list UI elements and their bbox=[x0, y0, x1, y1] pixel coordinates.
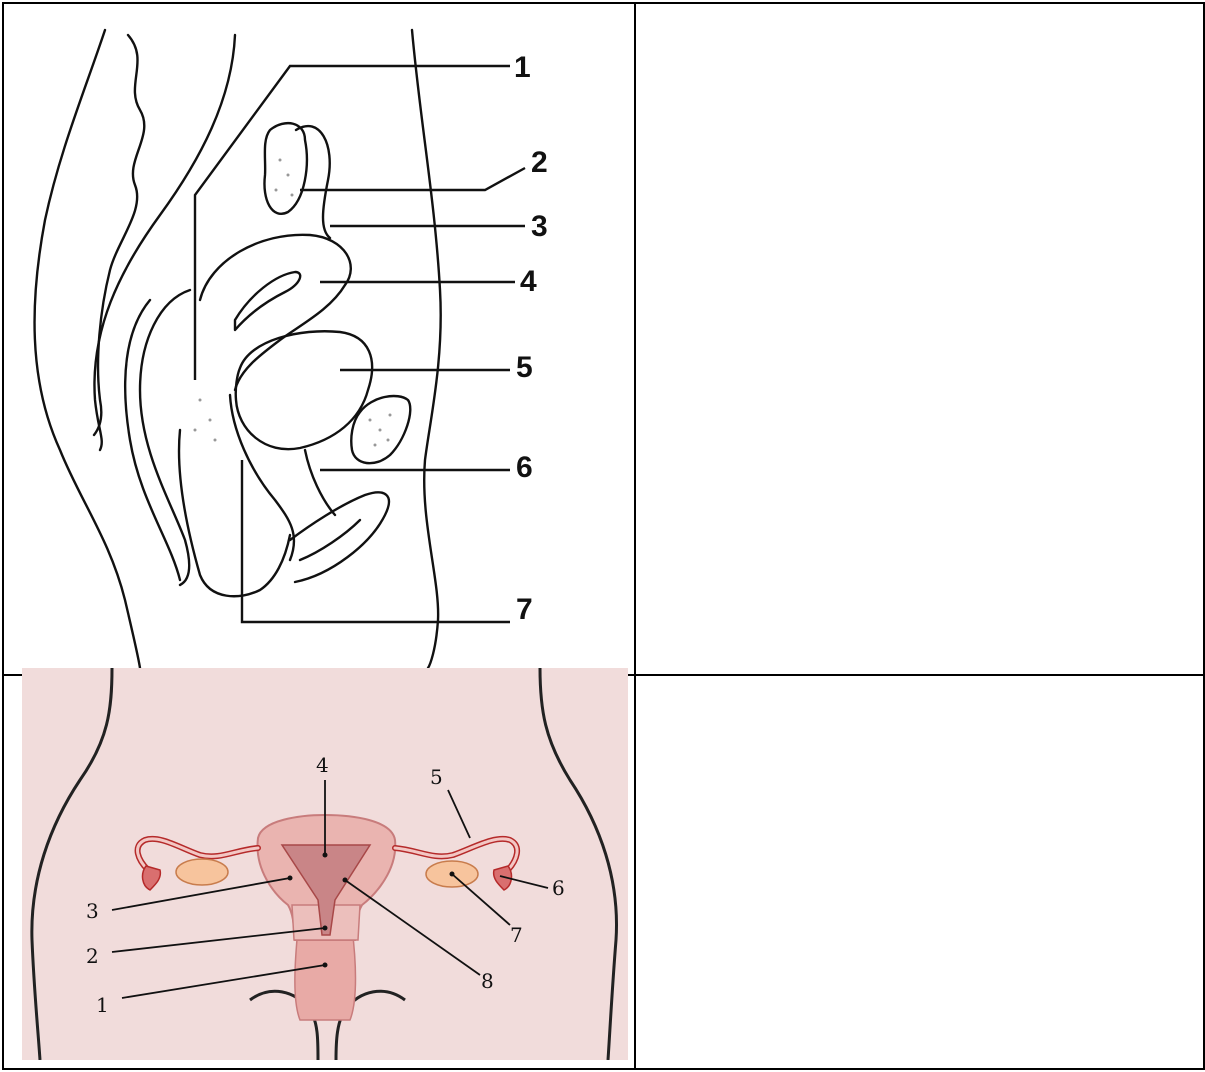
left-ovary bbox=[176, 859, 228, 885]
frontal-label-3: 3 bbox=[86, 899, 99, 923]
frontal-label-7: 7 bbox=[510, 923, 523, 947]
frontal-label-1: 1 bbox=[96, 993, 109, 1017]
frontal-label-4: 4 bbox=[316, 753, 329, 777]
frontal-label-2: 2 bbox=[86, 944, 99, 968]
frontal-label-8: 8 bbox=[481, 969, 494, 993]
frontal-label-5: 5 bbox=[430, 765, 443, 789]
frontal-label-6: 6 bbox=[552, 876, 565, 900]
vagina-shape bbox=[295, 928, 356, 1020]
